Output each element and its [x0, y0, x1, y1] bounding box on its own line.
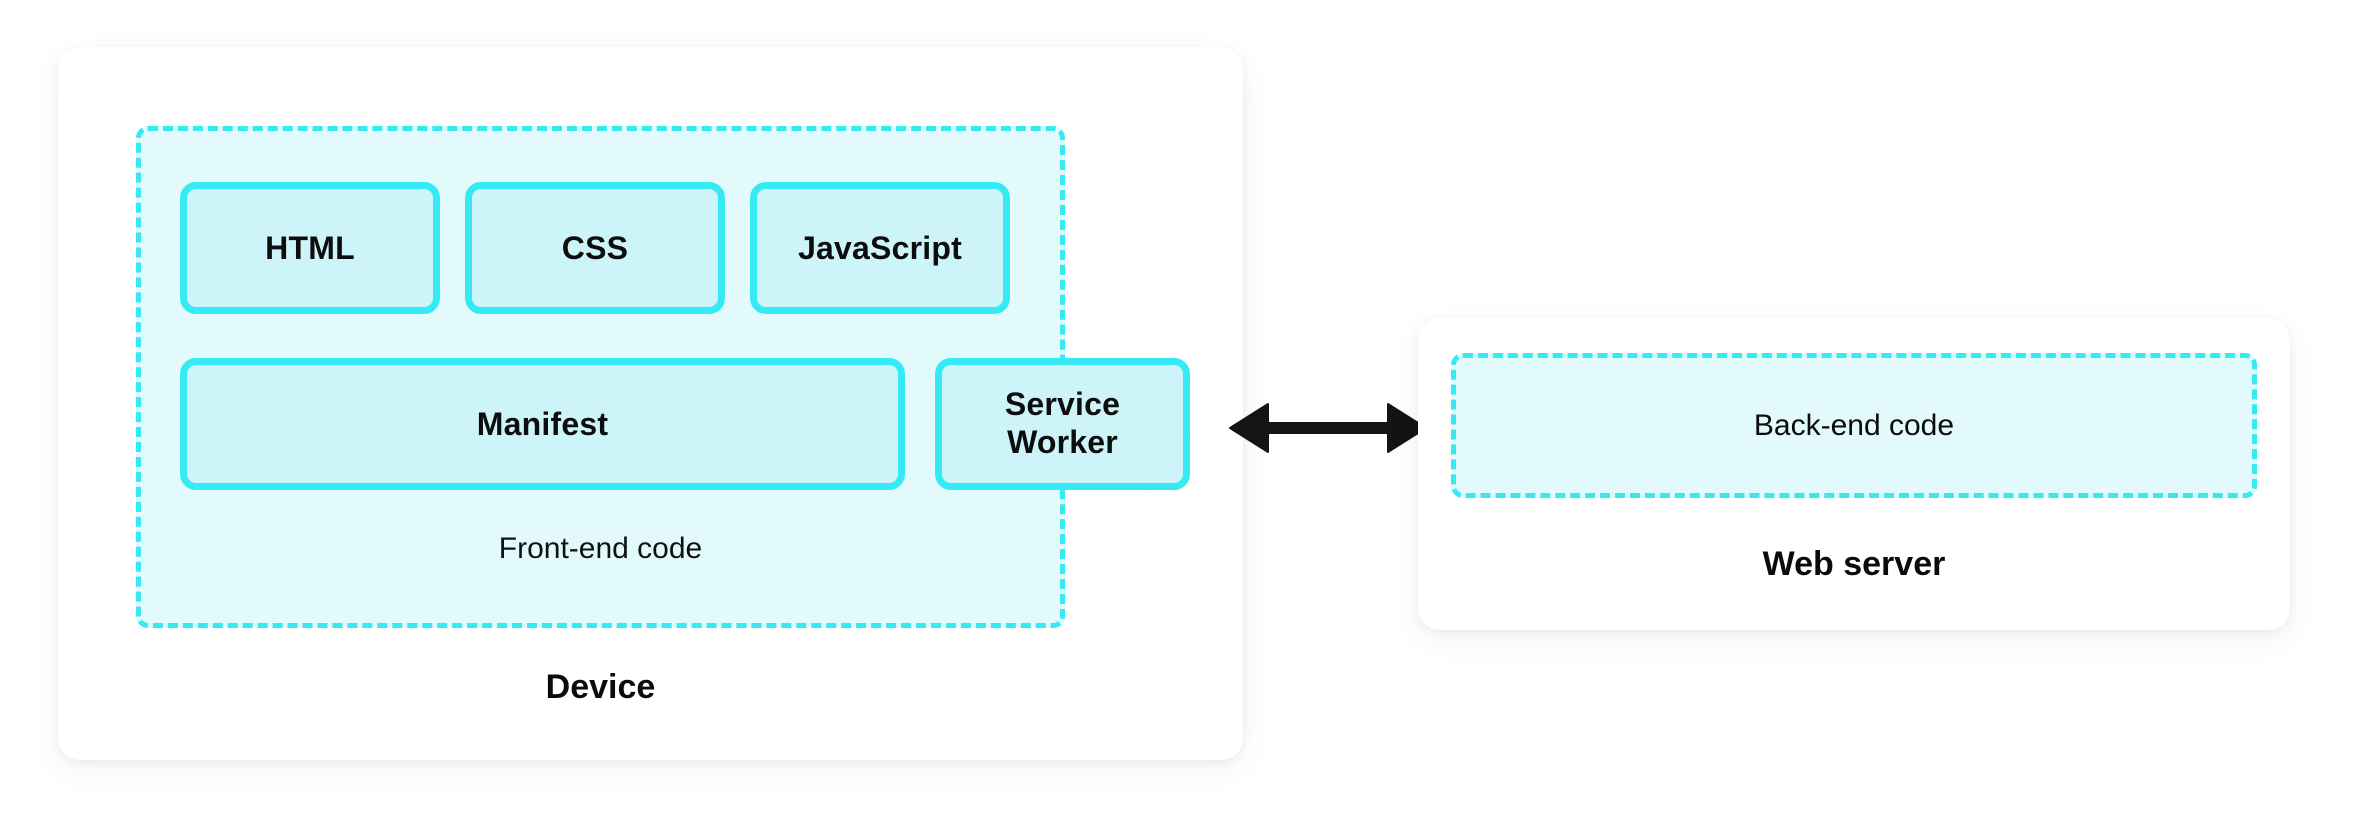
tech-box-manifest[interactable]: Manifest	[180, 358, 905, 490]
web-server-card: Back-end code Web server	[1418, 318, 2290, 630]
tech-box-css[interactable]: CSS	[465, 182, 725, 314]
tech-box-javascript-label: JavaScript	[798, 229, 962, 266]
tech-box-service-worker-label-line2: Worker	[1007, 424, 1118, 460]
tech-box-css-label: CSS	[561, 229, 629, 266]
tech-box-html-label: HTML	[265, 229, 355, 266]
device-card: HTML CSS JavaScript Manifest Service Wor…	[58, 47, 1243, 760]
tech-box-html[interactable]: HTML	[180, 182, 440, 314]
web-server-caption: Web server	[1762, 545, 1946, 583]
frontend-code-caption: Front-end code	[498, 532, 703, 565]
backend-code-region: Back-end code	[1451, 353, 2257, 498]
backend-code-caption: Back-end code	[1753, 408, 1955, 442]
tech-box-manifest-label: Manifest	[476, 405, 609, 442]
tech-box-service-worker[interactable]: Service Worker	[935, 358, 1190, 490]
tech-box-service-worker-label-line1: Service	[1004, 386, 1121, 423]
bidirectional-arrow-icon	[1229, 403, 1427, 453]
device-caption: Device	[545, 668, 656, 706]
tech-box-javascript[interactable]: JavaScript	[750, 182, 1010, 314]
